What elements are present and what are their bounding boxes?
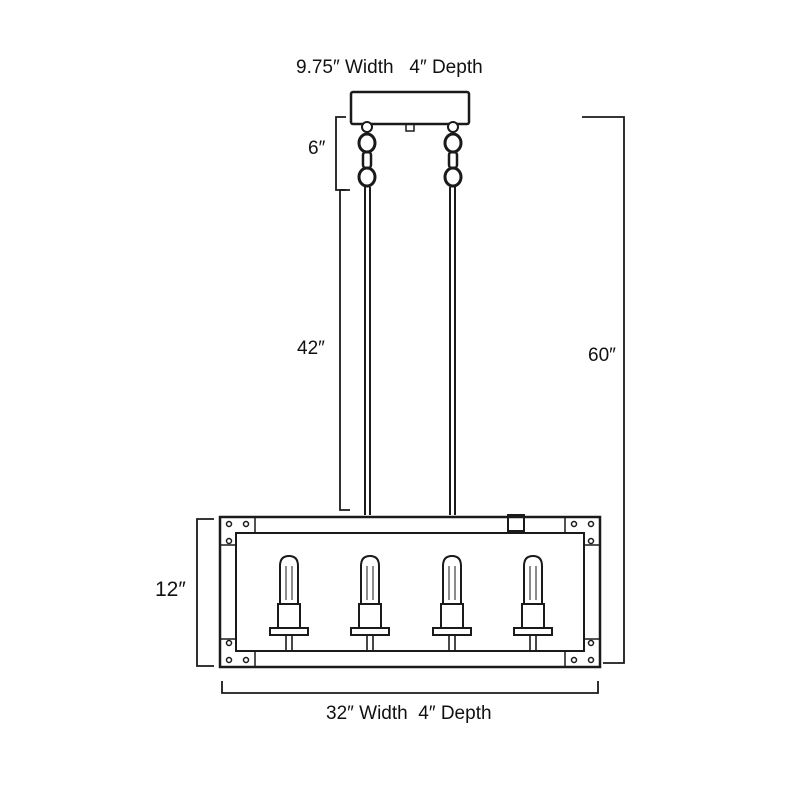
frame-rivets — [225, 520, 595, 664]
candle-bulb — [269, 554, 309, 651]
canopy-hooks — [361, 121, 459, 133]
rod-length-label: 42″ — [297, 338, 325, 359]
chain-right — [443, 132, 463, 188]
candle-bulb — [350, 554, 390, 651]
shade-height-label: 12″ — [155, 578, 186, 601]
chain-length-label: 6″ — [308, 138, 326, 159]
bulb-group — [269, 554, 553, 651]
candle-bulb — [432, 554, 472, 651]
canopy-dimensions-label: 9.75″ Width 4″ Depth — [296, 57, 483, 78]
candle-bulb — [513, 554, 553, 651]
fixture-dimensions-label: 32″ Width 4″ Depth — [326, 703, 492, 724]
shade-frame — [218, 514, 602, 669]
chain-left — [357, 132, 377, 188]
overall-height-label: 60″ — [588, 345, 616, 366]
dimension-lines — [196, 116, 625, 694]
suspension-rods — [364, 187, 456, 515]
